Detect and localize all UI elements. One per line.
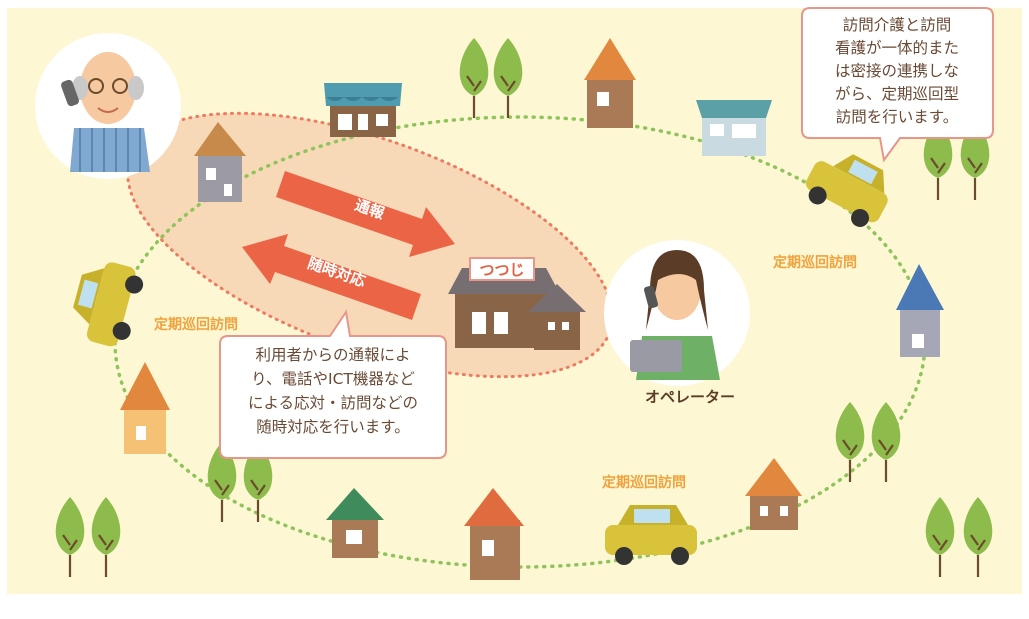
- callout-left-line: 随時対応を行います。: [256, 418, 409, 436]
- house-icon: [584, 38, 636, 128]
- center-sign: つつじ: [479, 261, 524, 279]
- house-icon: [120, 362, 170, 454]
- house-icon: [464, 488, 524, 580]
- callout-top-line: 訪問を行います。: [836, 108, 958, 126]
- care-center-icon: つつじ: [448, 257, 586, 350]
- callout-top-line: がら、定期巡回型: [835, 85, 959, 103]
- house-icon: [896, 264, 944, 357]
- callout-top: 訪問介護と訪問 看護が一体的また は密接の連携しな がら、定期巡回型 訪問を行い…: [801, 7, 994, 163]
- callout-left: 利用者からの通報によ り、電話やICT機器など による応対・訪問などの 随時対応…: [219, 309, 447, 459]
- car-icon: [605, 505, 697, 565]
- elderly-user-icon: [35, 33, 181, 179]
- house-icon: [194, 122, 246, 202]
- house-icon: [326, 488, 384, 558]
- car-icon: [73, 262, 144, 347]
- operator-label: オペレーター: [645, 388, 735, 406]
- house-icon: [745, 458, 802, 530]
- callout-left-line: り、電話やICT機器など: [251, 370, 415, 388]
- route-label-right: 定期巡回訪問: [773, 254, 857, 271]
- car-icon: [805, 154, 888, 227]
- callout-top-line: は密接の連携しな: [835, 62, 959, 80]
- callout-top-line: 訪問介護と訪問: [843, 16, 952, 34]
- callout-left-line: による応対・訪問などの: [248, 394, 418, 412]
- route-label-left: 定期巡回訪問: [154, 316, 238, 333]
- house-icon: [324, 83, 402, 137]
- house-icon: [696, 100, 772, 156]
- callout-left-line: 利用者からの通報によ: [255, 346, 410, 364]
- operator-icon: [604, 240, 750, 386]
- route-label-bottom: 定期巡回訪問: [602, 474, 686, 491]
- callout-top-line: 看護が一体的また: [835, 39, 959, 57]
